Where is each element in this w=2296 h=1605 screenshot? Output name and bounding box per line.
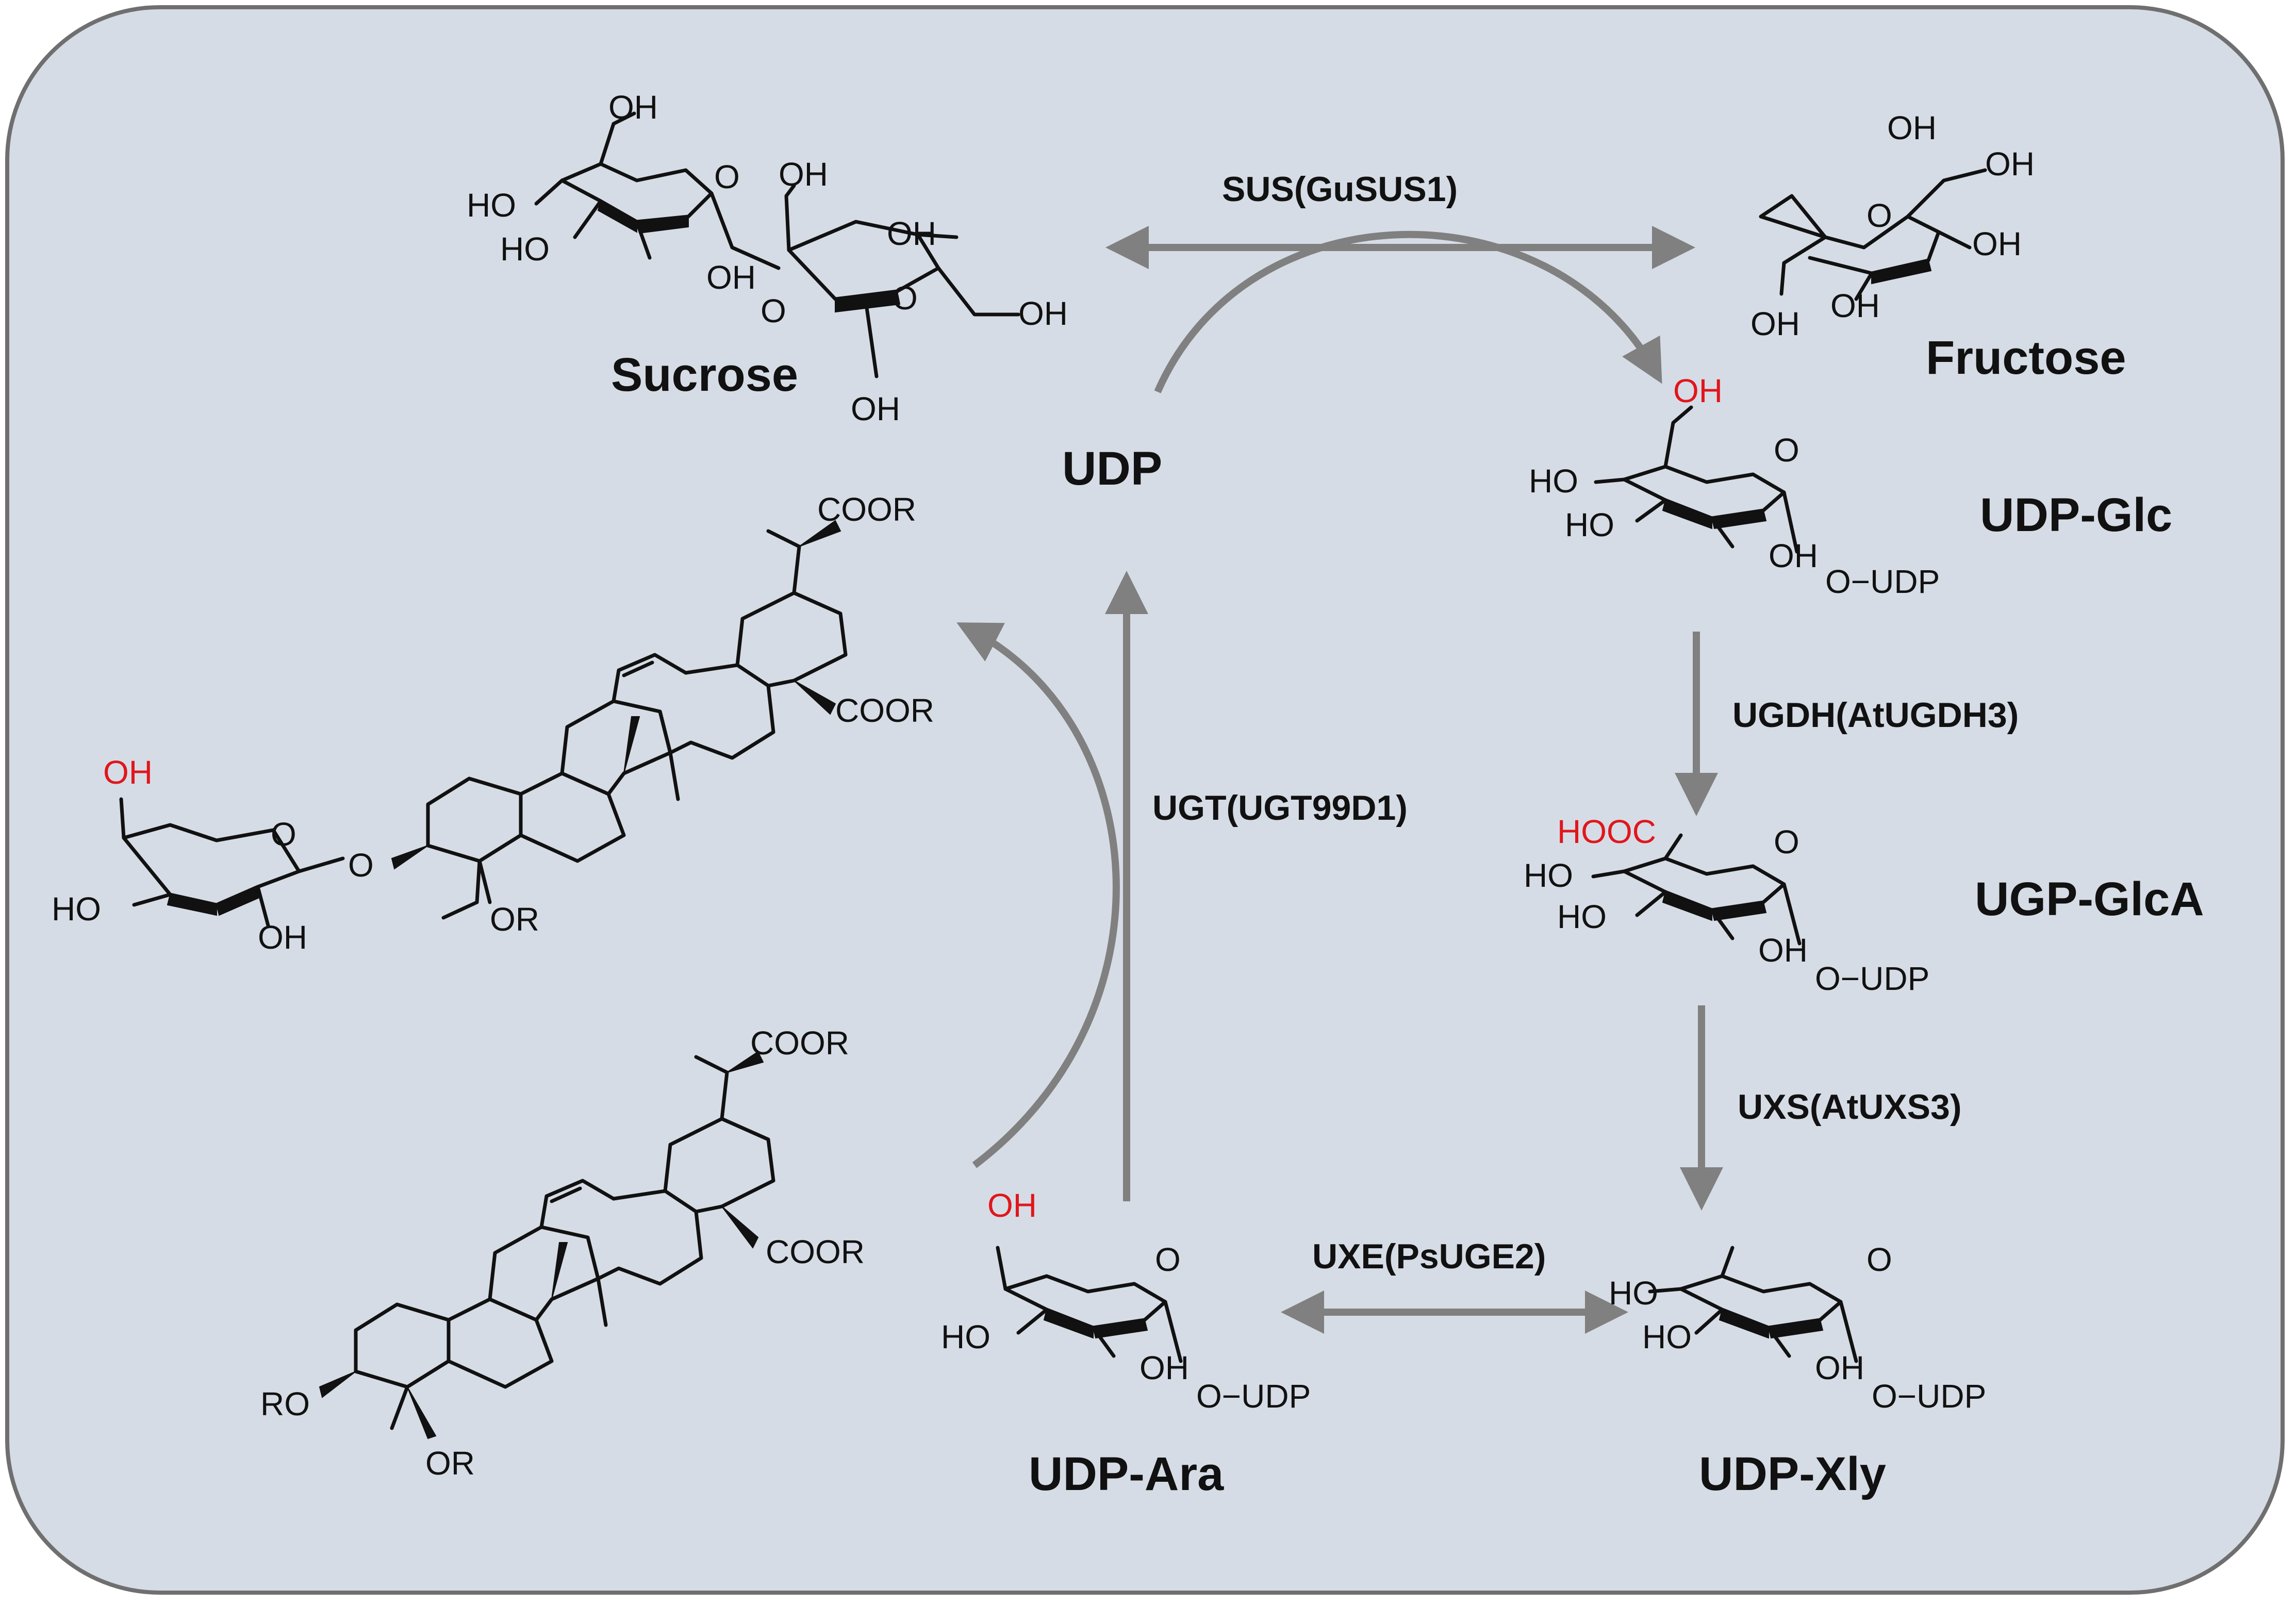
arrows <box>956 226 1723 1334</box>
atom-oh: OH <box>706 259 756 296</box>
atom-o: O <box>1774 823 1799 861</box>
atom-coor: COOR <box>817 491 916 528</box>
triterpenoid-aglycone-structure: COOR COOR RO OR <box>260 1024 865 1482</box>
atom-coor: COOR <box>835 692 934 729</box>
atom-oh: OH <box>1830 287 1880 324</box>
atom-o-udp: O−UDP <box>1196 1378 1311 1415</box>
atom-o: O <box>761 292 786 329</box>
atom-ro: RO <box>260 1385 310 1422</box>
fructose-structure: OH OH O OH OH OH <box>1750 109 2035 342</box>
fructose-label: Fructose <box>1926 332 2126 384</box>
atom-o: O <box>1774 432 1799 469</box>
atom-ho: HO <box>52 890 101 928</box>
atom-ho: HO <box>1557 898 1607 935</box>
atom-oh: OH <box>1972 225 2022 262</box>
udp-to-udpglc-curved-arrow <box>1154 230 1662 393</box>
udp-xly-structure: O HO HO OH O−UDP <box>1609 1241 1986 1415</box>
atom-ho: HO <box>1565 506 1614 543</box>
atom-oh-highlight: OH <box>1673 372 1723 409</box>
atom-o-udp: O−UDP <box>1825 563 1940 600</box>
uxe-enzyme-label: UXE(PsUGE2) <box>1312 1237 1546 1276</box>
atom-oh: OH <box>1887 109 1937 146</box>
atom-o: O <box>892 279 918 317</box>
atom-oh-highlight: OH <box>987 1187 1037 1224</box>
glycosylated-triterpenoid-structure: OH O HO OH O COOR COOR OR <box>52 491 934 956</box>
atom-oh: OH <box>1985 145 2035 183</box>
atom-o: O <box>348 847 374 884</box>
ugp-glca-label: UGP-GlcA <box>1975 873 2204 925</box>
sus-enzyme-label: SUS(GuSUS1) <box>1222 170 1458 209</box>
atom-o: O <box>1866 1241 1892 1278</box>
udp-glc-structure: OH O HO HO OH O−UDP <box>1529 372 1940 600</box>
atom-oh: OH <box>608 89 658 126</box>
ugp-glca-structure: HOOC O HO HO OH O−UDP <box>1524 813 1929 997</box>
atom-oh: OH <box>1815 1349 1864 1386</box>
atom-ho: HO <box>1609 1275 1658 1312</box>
labels: SUS(GuSUS1) UDP Sucrose Fructose UDP-Glc… <box>611 170 2204 1500</box>
udp-label: UDP <box>1062 442 1162 495</box>
atom-or: OR <box>490 901 539 938</box>
atom-o: O <box>1866 197 1892 234</box>
atom-oh: OH <box>258 919 307 956</box>
atom-ho: HO <box>941 1318 990 1355</box>
atom-o: O <box>1155 1241 1181 1278</box>
atom-oh: OH <box>887 215 936 252</box>
sucrose-structure: OH O HO HO OH O OH OH O OH OH <box>467 89 1068 427</box>
atom-ho: HO <box>467 187 516 224</box>
atom-oh: OH <box>1018 295 1068 332</box>
udp-ara-label: UDP-Ara <box>1029 1448 1224 1500</box>
udp-ara-structure: OH O HO OH O−UDP <box>941 1187 1311 1415</box>
atom-oh: OH <box>779 156 828 193</box>
atom-ho: HO <box>1642 1318 1692 1355</box>
atom-oh-highlight: OH <box>103 754 153 791</box>
ugdh-enzyme-label: UGDH(AtUGDH3) <box>1732 696 2019 735</box>
atom-hooc-highlight: HOOC <box>1557 813 1656 850</box>
atom-or: OR <box>425 1445 475 1482</box>
atom-oh: OH <box>851 390 900 427</box>
ugt-enzyme-label: UGT(UGT99D1) <box>1152 788 1408 828</box>
atom-oh: OH <box>1758 932 1808 969</box>
atom-o-udp: O−UDP <box>1815 960 1929 997</box>
atom-ho: HO <box>1529 462 1578 500</box>
atom-oh: OH <box>1750 305 1800 342</box>
atom-coor: COOR <box>750 1024 849 1062</box>
atom-coor: COOR <box>766 1233 865 1270</box>
sucrose-label: Sucrose <box>611 349 798 401</box>
atom-o-udp: O−UDP <box>1872 1378 1986 1415</box>
atom-oh: OH <box>1769 537 1818 574</box>
atom-ho: HO <box>500 230 550 268</box>
ugt-curved-arrow <box>956 622 1120 1168</box>
udp-xly-label: UDP-Xly <box>1699 1448 1886 1500</box>
atom-ho: HO <box>1524 857 1573 894</box>
atom-o: O <box>271 816 296 853</box>
atom-o: O <box>714 158 740 195</box>
udp-glc-label: UDP-Glc <box>1980 489 2172 541</box>
uxs-enzyme-label: UXS(AtUXS3) <box>1738 1087 1962 1127</box>
atom-oh: OH <box>1139 1349 1189 1386</box>
